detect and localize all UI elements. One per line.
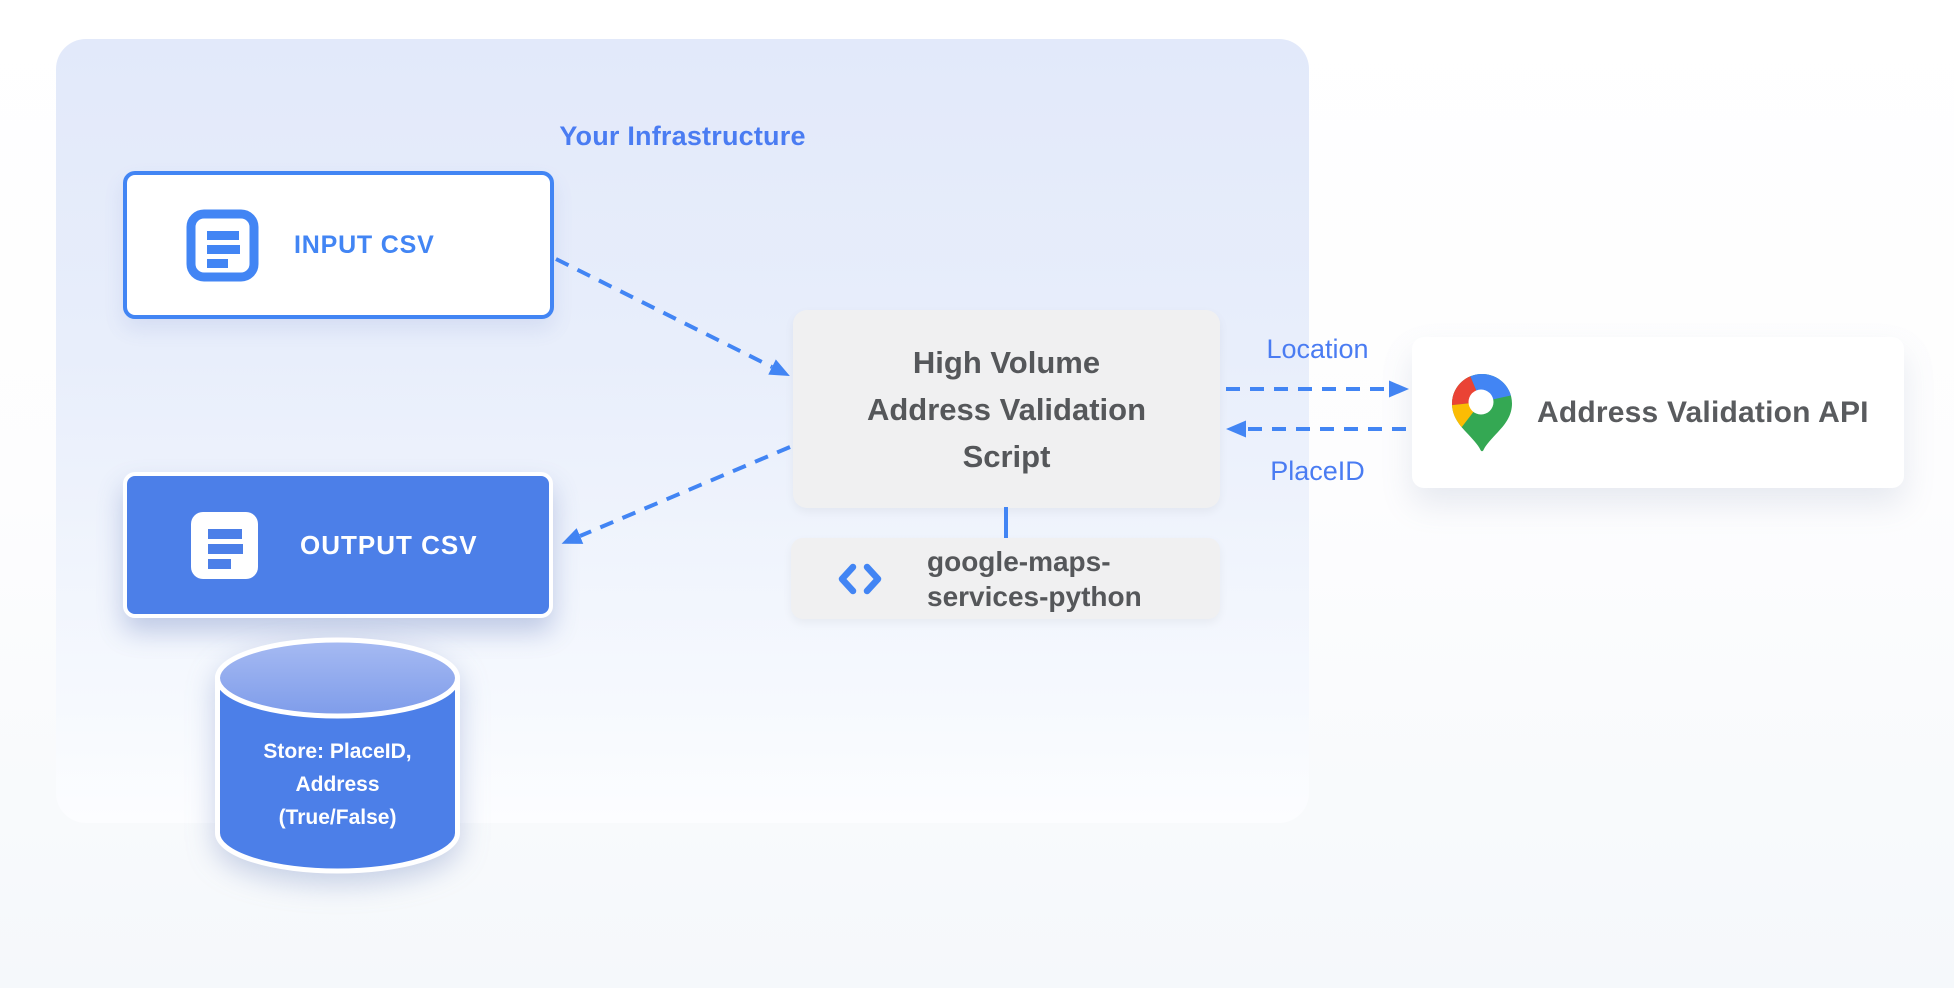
library-label: google-maps- services-python <box>927 544 1142 614</box>
library-label-line: services-python <box>927 580 1142 612</box>
document-icon <box>186 209 259 281</box>
library-label-line: google-maps- <box>927 545 1111 577</box>
script-label-line: Script <box>962 438 1051 474</box>
input-csv-label: INPUT CSV <box>294 230 435 259</box>
panel-title: Your Infrastructure <box>559 121 806 151</box>
script-label-line: Address Validation <box>866 391 1147 427</box>
library-node: google-maps- services-python <box>791 538 1220 619</box>
datastore-label: Store: PlaceID, Address (True/False) <box>210 735 465 834</box>
script-library-connector <box>1004 507 1008 539</box>
script-node: High Volume Address Validation Script <box>793 310 1220 508</box>
api-node: Address Validation API <box>1412 337 1904 488</box>
location-flow-label: Location <box>1266 334 1369 364</box>
datastore-line: Store: PlaceID, <box>263 740 412 763</box>
google-maps-pin-icon <box>1452 373 1512 451</box>
document-icon <box>191 511 258 579</box>
output-csv-node: OUTPUT CSV <box>123 472 553 618</box>
input-csv-node: INPUT CSV <box>123 171 554 319</box>
output-csv-label: OUTPUT CSV <box>300 529 478 560</box>
script-label-line: High Volume <box>912 344 1101 380</box>
code-icon <box>838 563 882 594</box>
api-label: Address Validation API <box>1537 395 1869 429</box>
placeid-flow-label: PlaceID <box>1270 456 1365 486</box>
datastore-line: Address <box>295 773 380 796</box>
datastore-line: (True/False) <box>278 806 397 829</box>
datastore-cylinder <box>215 637 460 874</box>
